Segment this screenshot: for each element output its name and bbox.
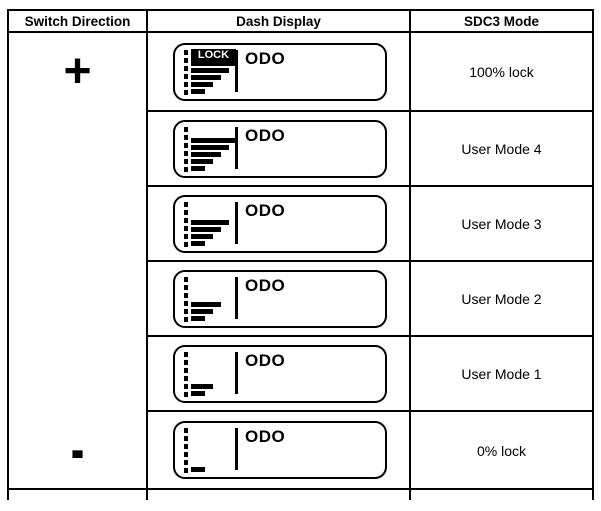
table-row-divider bbox=[146, 110, 594, 112]
gauge-bars bbox=[175, 423, 385, 477]
gauge-bar-level-4 bbox=[191, 68, 229, 73]
gauge-separator-line bbox=[235, 50, 238, 92]
odo-label: ODO bbox=[245, 201, 286, 220]
table-header-divider bbox=[7, 31, 594, 33]
gauge-bar-level-2 bbox=[191, 309, 213, 314]
gauge-scale-dashed-line bbox=[184, 428, 188, 475]
lock-badge: LOCK bbox=[191, 49, 236, 61]
table-divider-col1-col2 bbox=[146, 9, 148, 500]
odo-label: ODO bbox=[245, 351, 286, 370]
gauge-bars bbox=[175, 45, 385, 99]
gauge-bar-level-2 bbox=[191, 159, 213, 164]
manual-page: Switch Direction Dash Display SDC3 Mode … bbox=[7, 9, 594, 500]
dash-display-screen-0-lock: LOCK ODO bbox=[173, 421, 387, 479]
gauge-bars bbox=[175, 347, 385, 401]
sdc3-mode-value: User Mode 2 bbox=[461, 291, 542, 307]
gauge-scale-dashed-line bbox=[184, 277, 188, 324]
gauge-bar-level-5 bbox=[191, 61, 237, 66]
gauge-bar-level-3 bbox=[191, 227, 221, 232]
column-header-sdc3-mode: SDC3 Mode bbox=[463, 13, 539, 29]
gauge-bar-level-1 bbox=[191, 241, 205, 246]
gauge-bar-level-3 bbox=[191, 152, 221, 157]
gauge-bar-level-1 bbox=[191, 467, 205, 472]
table-border-left bbox=[7, 9, 9, 500]
gauge-bar-level-3 bbox=[191, 302, 221, 307]
gauge-bar-level-5 bbox=[191, 138, 237, 143]
dash-display-screen-user-mode-1: LOCK ODO bbox=[173, 345, 387, 403]
gauge-scale-dashed-line bbox=[184, 127, 188, 174]
table-row-divider bbox=[146, 260, 594, 262]
gauge-bar-level-4 bbox=[191, 220, 229, 225]
table-border-right bbox=[592, 9, 594, 500]
column-header-switch-direction: Switch Direction bbox=[24, 13, 131, 29]
odo-label: ODO bbox=[245, 49, 286, 68]
switch-direction-plus: + bbox=[63, 45, 92, 98]
gauge-bars bbox=[175, 122, 385, 176]
table-row-divider bbox=[146, 185, 594, 187]
gauge-bar-level-1 bbox=[191, 166, 205, 171]
sdc3-mode-value: User Mode 3 bbox=[461, 216, 542, 232]
odo-label: ODO bbox=[245, 427, 286, 446]
gauge-separator-line bbox=[235, 352, 238, 394]
sdc3-mode-value: 100% lock bbox=[469, 64, 534, 80]
table-row-divider bbox=[146, 335, 594, 337]
table-border-bottom bbox=[7, 488, 594, 490]
gauge-separator-line bbox=[235, 428, 238, 470]
gauge-bars bbox=[175, 272, 385, 326]
dash-display-screen-user-mode-3: LOCK ODO bbox=[173, 195, 387, 253]
gauge-bars bbox=[175, 197, 385, 251]
gauge-bar-level-1 bbox=[191, 391, 205, 396]
gauge-bar-level-4 bbox=[191, 145, 229, 150]
gauge-bar-level-3 bbox=[191, 75, 221, 80]
switch-direction-minus: - bbox=[70, 414, 85, 485]
sdc3-mode-value: User Mode 1 bbox=[461, 366, 542, 382]
table-border-top bbox=[7, 9, 594, 11]
dash-display-screen-user-mode-2: LOCK ODO bbox=[173, 270, 387, 328]
gauge-separator-line bbox=[235, 127, 238, 169]
gauge-scale-dashed-line bbox=[184, 202, 188, 249]
gauge-bar-level-2 bbox=[191, 384, 213, 389]
gauge-bar-level-1 bbox=[191, 89, 205, 94]
column-header-dash-display: Dash Display bbox=[236, 13, 321, 29]
gauge-bar-level-2 bbox=[191, 82, 213, 87]
table-divider-col2-col3 bbox=[409, 9, 411, 500]
sdc3-mode-value: 0% lock bbox=[476, 442, 527, 459]
gauge-separator-line bbox=[235, 277, 238, 319]
table-row-divider bbox=[146, 410, 594, 412]
odo-label: ODO bbox=[245, 126, 286, 145]
dash-display-screen-user-mode-4: LOCK ODO bbox=[173, 120, 387, 178]
sdc3-mode-value: User Mode 4 bbox=[461, 141, 542, 157]
odo-label: ODO bbox=[245, 276, 286, 295]
gauge-bar-level-1 bbox=[191, 316, 205, 321]
gauge-scale-dashed-line bbox=[184, 352, 188, 399]
dash-display-screen-100-lock: LOCK ODO bbox=[173, 43, 387, 101]
gauge-separator-line bbox=[235, 202, 238, 244]
gauge-scale-dashed-line bbox=[184, 50, 188, 97]
gauge-bar-level-2 bbox=[191, 234, 213, 239]
